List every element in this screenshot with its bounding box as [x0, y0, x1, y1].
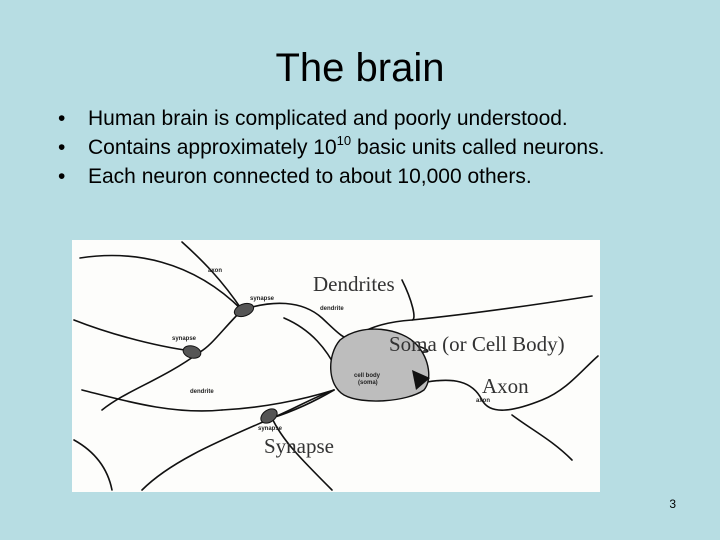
axon-left-bottom [81, 389, 223, 412]
bullet-item: • Each neuron connected to about 10,000 … [58, 162, 678, 191]
axon-top-line [79, 254, 243, 311]
slide-title: The brain [275, 46, 445, 90]
scan-label-axon-top: axon [208, 268, 222, 274]
bullet-icon: • [58, 136, 66, 159]
label-dendrites: Dendrites [313, 272, 395, 296]
bullet-item: • Human brain is complicated and poorly … [58, 104, 678, 133]
dendrite-far-left [73, 439, 113, 491]
scan-label-dendrite-top: dendrite [320, 306, 344, 312]
bullet-icon: • [58, 165, 66, 188]
synapse-knob-top [233, 302, 255, 318]
synapse-knob-left [182, 345, 202, 359]
label-soma: Soma (or Cell Body) [389, 332, 565, 356]
dendrite-to-synapse-bottom [271, 389, 335, 419]
scan-label-synapse-top: synapse [250, 296, 275, 302]
dendrite-top [241, 302, 353, 341]
scan-label-soma: (soma) [358, 380, 378, 386]
dendrite-lower-left [101, 351, 201, 411]
dendrite-main [199, 309, 243, 353]
soma-shape [330, 328, 430, 402]
scan-label-synapse-left: synapse [172, 336, 197, 342]
label-axon: Axon [482, 374, 529, 398]
dendrite-middle [221, 389, 335, 411]
label-synapse: Synapse [264, 434, 334, 458]
axon-hillock [412, 370, 430, 390]
bullet-text: Each neuron connected to about 10,000 ot… [88, 165, 532, 188]
axon-bottom [271, 417, 333, 491]
scan-label-cell-body: cell body [354, 373, 381, 379]
neuron-diagram: axon synapse dendrite synapse dendrite c… [72, 240, 600, 492]
bullet-icon: • [58, 107, 66, 130]
bullet-item: • Contains approximately 1010 basic unit… [58, 133, 678, 162]
dendrite-top-left [181, 241, 243, 311]
page-number: 3 [669, 497, 676, 511]
bullet-text: Human brain is complicated and poorly un… [88, 107, 568, 130]
axon-line-right [426, 355, 599, 411]
scan-label-axon-right: axon [476, 398, 490, 404]
scan-label-synapse-bottom: synapse [258, 426, 283, 432]
bullet-list: • Human brain is complicated and poorly … [58, 104, 678, 191]
dendrite-to-soma [283, 317, 338, 371]
synapse-knob-bottom [260, 408, 278, 424]
bullet-text-continued: basic units called neurons. [351, 136, 605, 159]
dendrite-lower-right [511, 414, 573, 461]
dendrite-bottom-left [141, 417, 273, 491]
dendrite-top-right [401, 279, 415, 321]
neuron-drawing: axon synapse dendrite synapse dendrite c… [73, 241, 599, 491]
exponent: 10 [336, 133, 352, 148]
scan-label-dendrite-left: dendrite [190, 389, 214, 395]
bullet-text: Contains approximately 10 [88, 136, 337, 159]
